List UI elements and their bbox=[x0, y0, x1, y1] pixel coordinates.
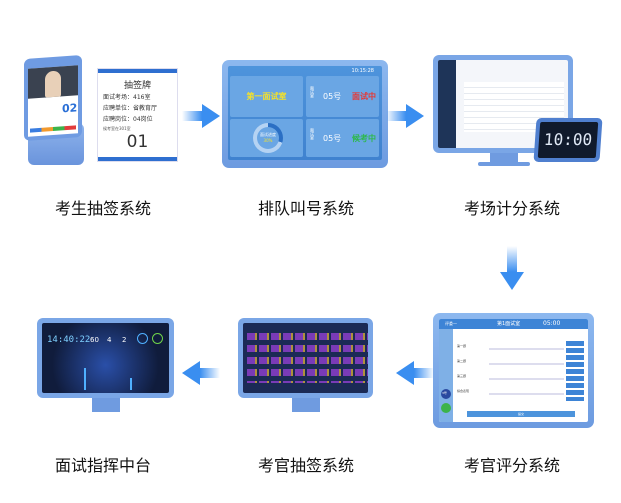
candidate-number: 3号 bbox=[442, 391, 447, 395]
draw-ticket-card: 抽签牌 面试考场：416室 应聘单位：省教育厅 应聘岗位：04岗位 候考室在30… bbox=[97, 68, 178, 162]
scoring-title: 第1面试室 bbox=[497, 321, 521, 327]
progress-value: 30% bbox=[263, 138, 273, 143]
arrow-right-1 bbox=[182, 104, 220, 128]
judge-name: 评委一 bbox=[445, 321, 457, 326]
card-room: 面试考场：416室 bbox=[103, 94, 151, 101]
step-label: 面试指挥中台 bbox=[54, 456, 151, 475]
desk-clock: 10:00 bbox=[533, 118, 603, 162]
kiosk-device: 02 bbox=[22, 54, 90, 167]
stat-value: 2 bbox=[122, 336, 127, 344]
scoring-timer: 05:00 bbox=[543, 320, 561, 327]
queue-room-name: 第一面试室 bbox=[246, 92, 287, 101]
card-title: 抽签牌 bbox=[123, 81, 151, 91]
card-note: 候考室在301室 bbox=[103, 126, 131, 131]
stat-value: 60 bbox=[90, 336, 99, 344]
queue-status: 候考中 bbox=[352, 134, 376, 143]
arrow-right-2 bbox=[386, 104, 424, 128]
card-post: 应聘岗位：04岗位 bbox=[103, 116, 153, 123]
scoring-monitor bbox=[433, 55, 573, 153]
step-label: 考场计分系统 bbox=[463, 199, 560, 218]
step-label: 考生抽签系统 bbox=[54, 199, 151, 218]
scoring-tablet: 评委一 第1面试室 05:00 3号 第一题 第二题 第三题 综合表现 提交 bbox=[433, 313, 594, 428]
command-center-monitor: 14:40:22 60 4 2 bbox=[37, 318, 174, 398]
card-number: 01 bbox=[126, 132, 149, 152]
queue-tablet: 10:15:28 第一面试室 面试进度 30% 面试室 05号 面试中 面试室 … bbox=[222, 60, 388, 168]
queue-number: 05号 bbox=[323, 92, 342, 101]
queue-time: 10:15:28 bbox=[351, 68, 374, 74]
question-label: 第二题 bbox=[457, 359, 467, 363]
submit-button[interactable]: 提交 bbox=[467, 411, 575, 417]
side-label: 面试室 bbox=[310, 128, 315, 140]
arrow-down bbox=[500, 246, 524, 290]
submit-label: 提交 bbox=[517, 412, 524, 416]
queue-number: 05号 bbox=[323, 134, 342, 143]
queue-status: 面试中 bbox=[352, 92, 376, 101]
progress-label: 面试进度 bbox=[260, 132, 276, 137]
arrow-left-1 bbox=[182, 361, 220, 385]
question-label: 第三题 bbox=[457, 374, 467, 378]
stat-value: 4 bbox=[107, 336, 112, 344]
step-label: 排队叫号系统 bbox=[257, 199, 354, 218]
question-label: 综合表现 bbox=[457, 389, 470, 393]
clock-time: 10:00 bbox=[543, 130, 593, 149]
dashboard-time: 14:40:22 bbox=[47, 335, 91, 345]
step-label: 考官抽签系统 bbox=[257, 456, 354, 475]
examiner-draw-monitor bbox=[238, 318, 373, 398]
question-label: 第一题 bbox=[457, 344, 467, 348]
kiosk-number: 02 bbox=[62, 101, 78, 116]
card-unit: 应聘单位：省教育厅 bbox=[103, 105, 158, 112]
arrow-left-2 bbox=[396, 361, 434, 385]
side-label: 面试室 bbox=[310, 86, 315, 98]
step-label: 考官评分系统 bbox=[463, 456, 560, 475]
